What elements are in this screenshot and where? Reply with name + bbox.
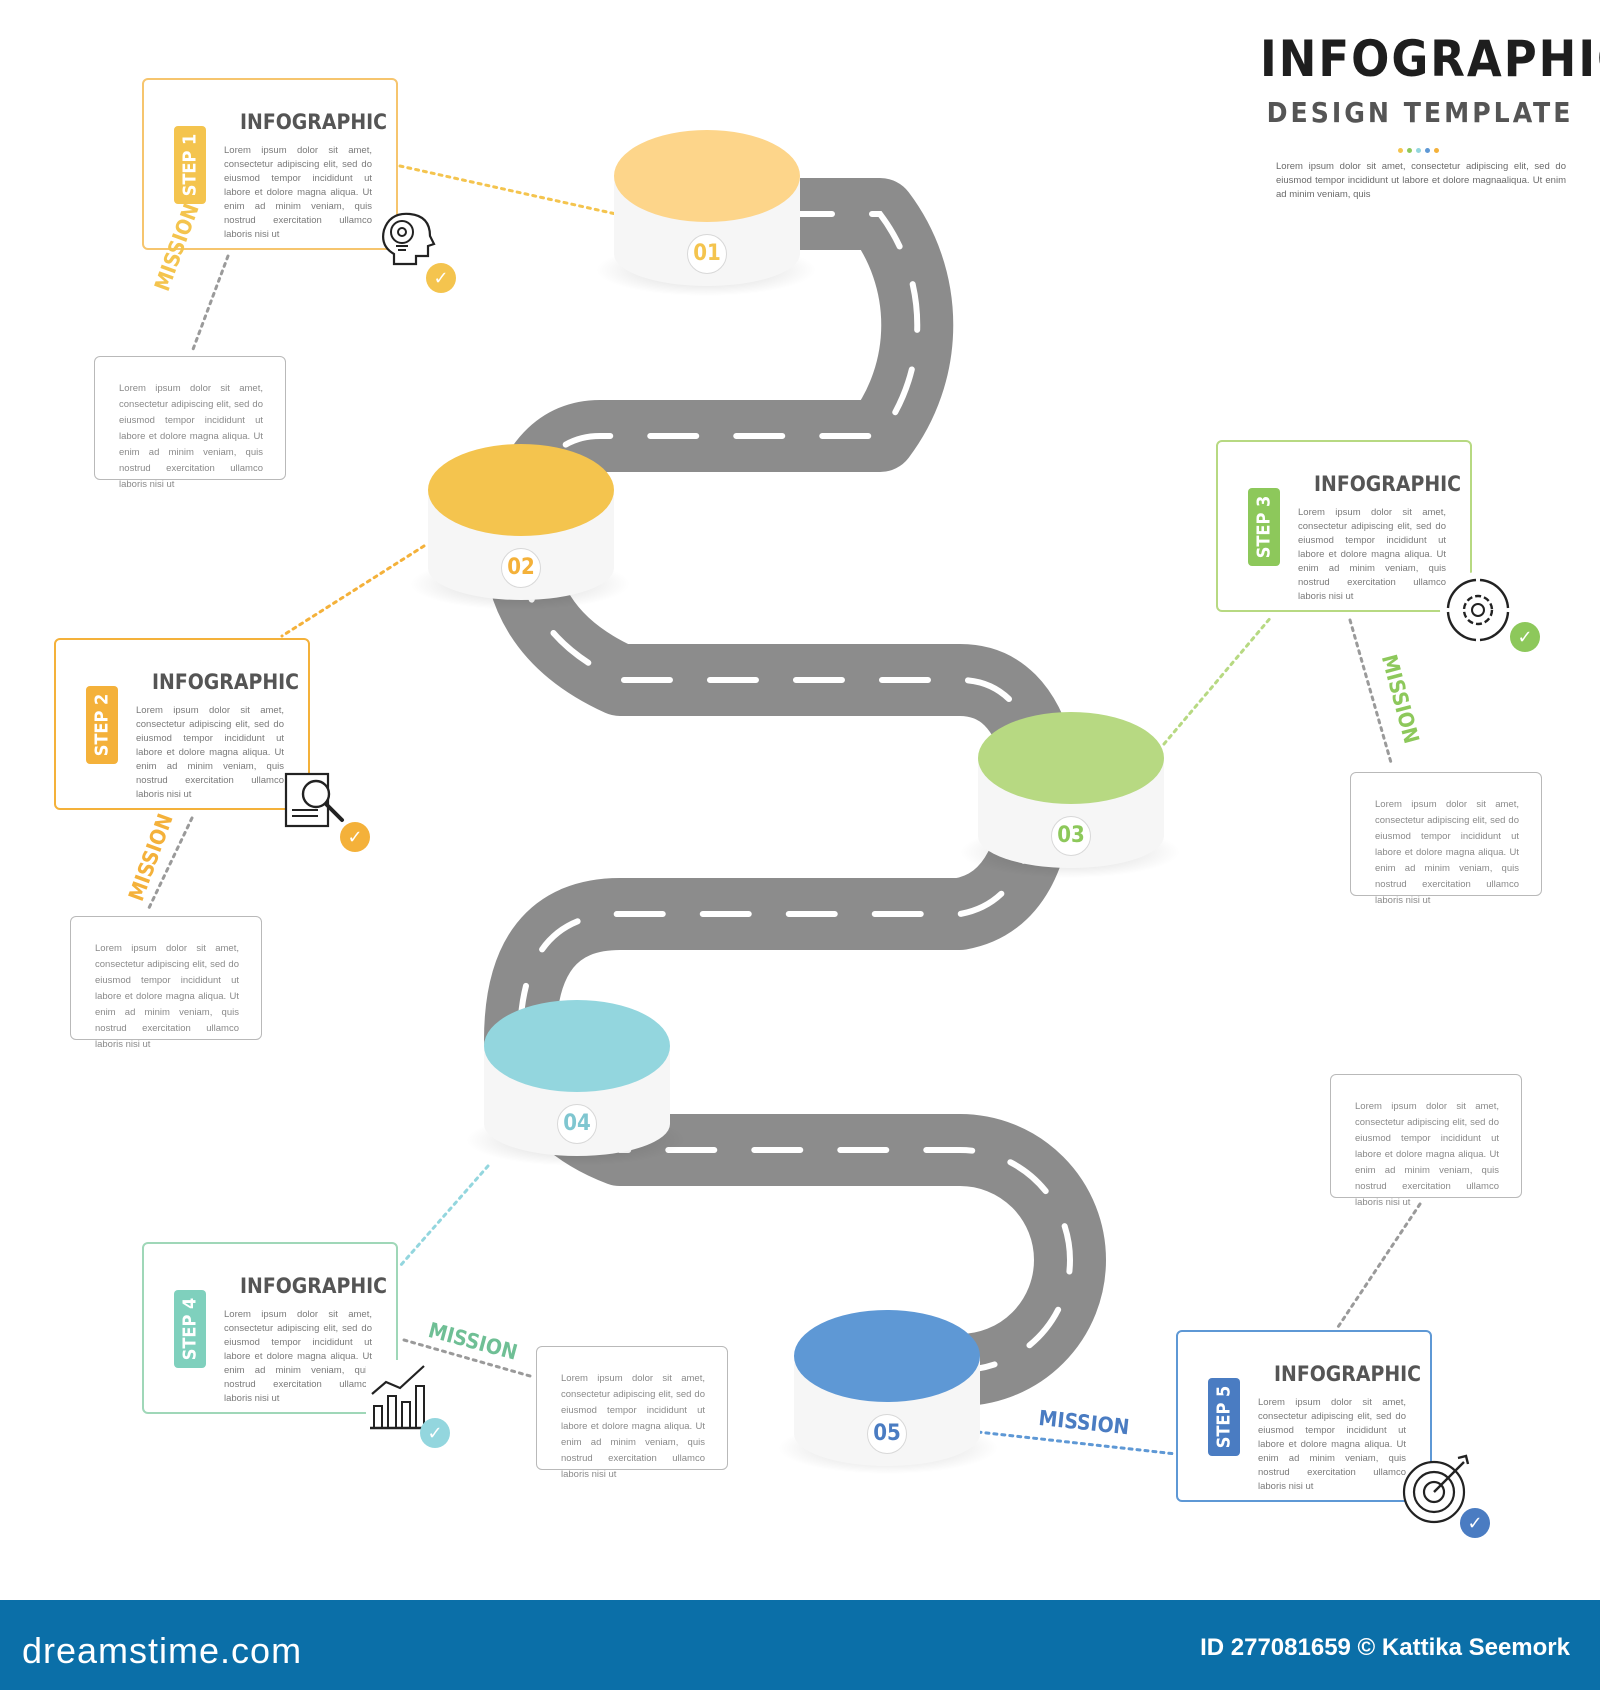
page-subtitle: DESIGN TEMPLATE bbox=[1266, 96, 1574, 129]
page-title: INFOGRAPHIC bbox=[1260, 30, 1600, 88]
card-title: INFOGRAPHIC bbox=[1274, 1362, 1422, 1386]
step-card-1: STEP 1 INFOGRAPHIC Lorem ipsum dolor sit… bbox=[142, 78, 398, 250]
step-tab-3: STEP 3 bbox=[1248, 488, 1280, 566]
node-number-01: 01 bbox=[687, 234, 727, 274]
description-box-3: Lorem ipsum dolor sit amet, consectetur … bbox=[1350, 772, 1542, 906]
node-number-02: 02 bbox=[501, 548, 541, 588]
step-card-5: STEP 5 INFOGRAPHIC Lorem ipsum dolor sit… bbox=[1176, 1330, 1432, 1502]
description-box-1: Lorem ipsum dolor sit amet, consectetur … bbox=[94, 356, 286, 490]
title-description: Lorem ipsum dolor sit amet, consectetur … bbox=[1276, 161, 1566, 200]
card-text: Lorem ipsum dolor sit amet, consectetur … bbox=[1258, 1397, 1406, 1492]
description-text: Lorem ipsum dolor sit amet, consectetur … bbox=[1355, 1101, 1499, 1208]
road-diagram bbox=[146, 130, 1422, 1474]
description-text: Lorem ipsum dolor sit amet, consectetur … bbox=[561, 1373, 705, 1480]
document-search-icon bbox=[284, 772, 344, 828]
description-text: Lorem ipsum dolor sit amet, consectetur … bbox=[119, 383, 263, 490]
target-icon bbox=[1402, 1454, 1470, 1524]
lightbulb-head-icon bbox=[382, 212, 436, 266]
footer-bar: dreamstime.com ID 277081659 © Kattika Se… bbox=[0, 1600, 1600, 1690]
check-icon: ✓ bbox=[420, 1418, 450, 1448]
description-box-4: Lorem ipsum dolor sit amet, consectetur … bbox=[536, 1346, 728, 1480]
card-title: INFOGRAPHIC bbox=[240, 110, 388, 134]
node-number-03: 03 bbox=[1051, 816, 1091, 856]
step-tab-1: STEP 1 bbox=[174, 126, 206, 204]
node-number-05: 05 bbox=[867, 1414, 907, 1454]
title-dots bbox=[1398, 140, 1448, 153]
card-text: Lorem ipsum dolor sit amet, consectetur … bbox=[1298, 507, 1446, 602]
card-text: Lorem ipsum dolor sit amet, consectetur … bbox=[224, 1309, 372, 1404]
check-icon: ✓ bbox=[1460, 1508, 1490, 1538]
check-icon: ✓ bbox=[340, 822, 370, 852]
step-card-4: STEP 4 INFOGRAPHIC Lorem ipsum dolor sit… bbox=[142, 1242, 398, 1414]
step-card-2: STEP 2 INFOGRAPHIC Lorem ipsum dolor sit… bbox=[54, 638, 310, 810]
road-lane-markings bbox=[516, 211, 1073, 1401]
step-tab-5: STEP 5 bbox=[1208, 1378, 1240, 1456]
connector-lines bbox=[146, 164, 1422, 1456]
footer-image-id: ID 277081659 © Kattika Seemork bbox=[1200, 1634, 1570, 1661]
check-icon: ✓ bbox=[1510, 622, 1540, 652]
card-text: Lorem ipsum dolor sit amet, consectetur … bbox=[136, 705, 284, 800]
check-icon: ✓ bbox=[426, 263, 456, 293]
footer-logo[interactable]: dreamstime.com bbox=[22, 1630, 303, 1671]
description-text: Lorem ipsum dolor sit amet, consectetur … bbox=[95, 943, 239, 1050]
card-title: INFOGRAPHIC bbox=[152, 670, 300, 694]
step-card-3: STEP 3 INFOGRAPHIC Lorem ipsum dolor sit… bbox=[1216, 440, 1472, 612]
step-tab-2: STEP 2 bbox=[86, 686, 118, 764]
description-box-2: Lorem ipsum dolor sit amet, consectetur … bbox=[70, 916, 262, 1050]
node-number-04: 04 bbox=[557, 1104, 597, 1144]
gear-cycle-icon bbox=[1440, 572, 1516, 648]
card-title: INFOGRAPHIC bbox=[1314, 472, 1462, 496]
card-title: INFOGRAPHIC bbox=[240, 1274, 388, 1298]
step-tab-4: STEP 4 bbox=[174, 1290, 206, 1368]
card-text: Lorem ipsum dolor sit amet, consectetur … bbox=[224, 145, 372, 240]
description-box-5: Lorem ipsum dolor sit amet, consectetur … bbox=[1330, 1074, 1522, 1208]
description-text: Lorem ipsum dolor sit amet, consectetur … bbox=[1375, 799, 1519, 906]
